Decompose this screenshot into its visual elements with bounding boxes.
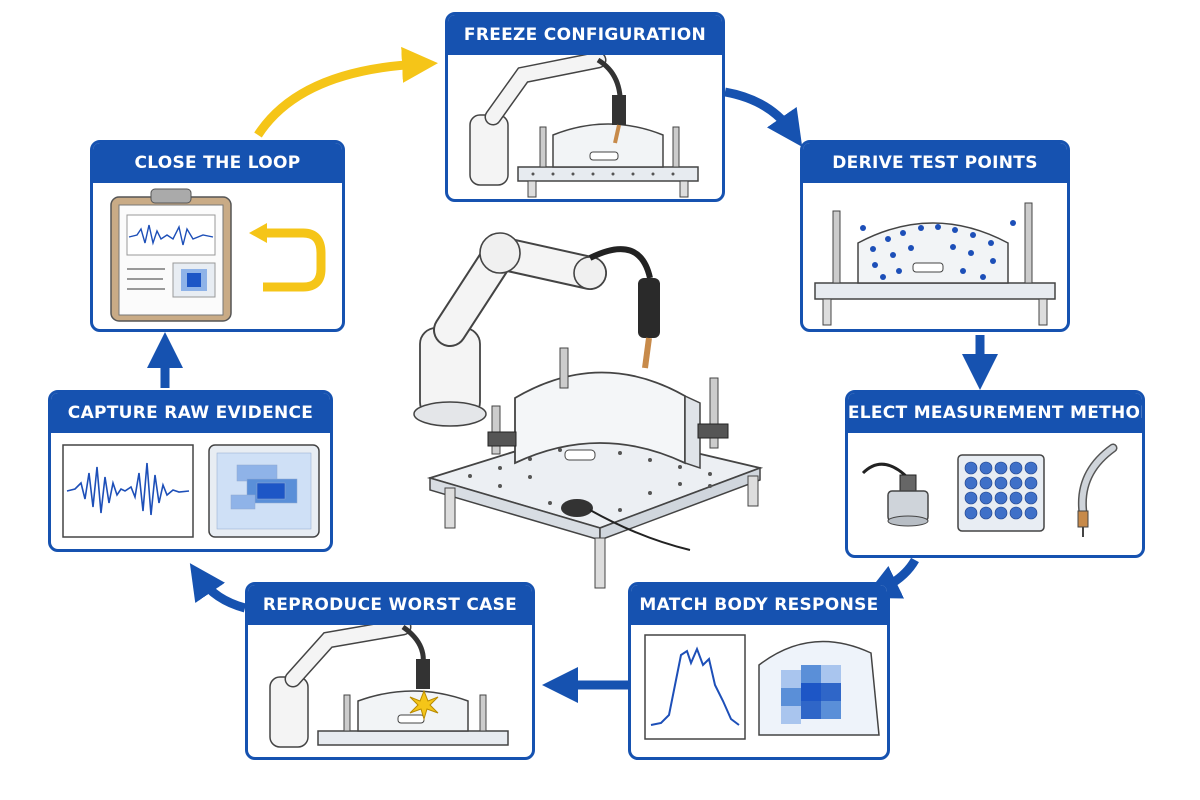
robot-welding-icon bbox=[469, 55, 699, 198]
arrow-close-to-freeze bbox=[254, 46, 438, 138]
step-title: CAPTURE RAW EVIDENCE bbox=[51, 393, 330, 433]
step-title: CLOSE THE LOOP bbox=[93, 143, 342, 183]
step-card-reproduce-worst-case: REPRODUCE WORST CASE bbox=[245, 582, 535, 760]
waveform bbox=[66, 462, 190, 516]
step-title: MATCH BODY RESPONSE bbox=[631, 585, 887, 625]
arrow-freeze-to-derive bbox=[724, 87, 803, 147]
response-curve bbox=[650, 646, 740, 726]
step-card-match-body-response: MATCH BODY RESPONSE bbox=[628, 582, 890, 760]
step-card-close-the-loop: CLOSE THE LOOP bbox=[90, 140, 345, 332]
body-heatmap-icon bbox=[758, 640, 880, 736]
step-card-derive-test-points: DERIVE TEST POINTS bbox=[800, 140, 1070, 332]
clipboard-report-icon bbox=[110, 188, 326, 322]
step-title: FREEZE CONFIGURATION bbox=[448, 15, 722, 55]
spark-icon bbox=[409, 689, 439, 721]
step-card-select-measurement-method: SELECT MEASUREMENT METHOD bbox=[845, 390, 1145, 558]
step-title: DERIVE TEST POINTS bbox=[803, 143, 1067, 183]
arrow-reproduce-to-capture bbox=[189, 563, 247, 613]
step-card-freeze-configuration: FREEZE CONFIGURATION bbox=[445, 12, 725, 202]
step-card-capture-raw-evidence: CAPTURE RAW EVIDENCE bbox=[48, 390, 333, 552]
step-title: SELECT MEASUREMENT METHOD bbox=[848, 393, 1142, 433]
waveform-heatmap-icon bbox=[62, 444, 320, 538]
robot-spark-icon bbox=[269, 625, 509, 748]
robot-welding-cell-icon bbox=[413, 232, 764, 589]
test-points-fixture-icon bbox=[814, 202, 1056, 326]
loop-return-icon bbox=[261, 228, 326, 292]
welding-torch-icon bbox=[1077, 443, 1118, 537]
response-heatmap-icon bbox=[644, 634, 880, 740]
step-title: REPRODUCE WORST CASE bbox=[248, 585, 532, 625]
sensor-array-icon bbox=[957, 454, 1045, 532]
heatmap-grid-icon bbox=[208, 444, 320, 538]
sensor-options-icon bbox=[861, 443, 1118, 537]
